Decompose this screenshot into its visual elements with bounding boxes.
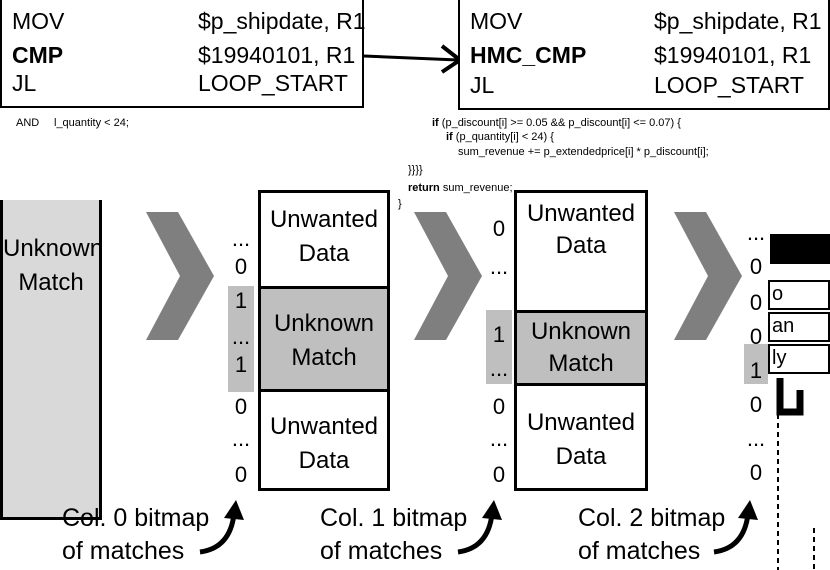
original-assembly-box: MOV $p_shipdate, R1 CMP $19940101, R1 JL… [0, 0, 366, 108]
col3-fragment-3: ly [768, 344, 830, 374]
col2-top-word: Unwanted [526, 200, 636, 227]
col1-bit: ... [231, 426, 251, 451]
col2-bot-line1: Unwanted [526, 409, 636, 436]
col2-bit: 0 [492, 462, 506, 487]
col2-mid-line2: Match [548, 350, 614, 377]
code-line-5: return sum_revenue; [408, 182, 513, 195]
col3-black-bar [770, 234, 830, 264]
chevron-arrow-icon [414, 212, 482, 340]
col1-bit: 0 [234, 254, 248, 279]
col0-caption-line2: of matches [62, 537, 185, 565]
col1-unwanted-top: Unwanted Data [258, 190, 390, 290]
col2-caption-line2: of matches [578, 537, 701, 565]
col1-bit: 0 [234, 462, 248, 487]
code-keyword: return [408, 182, 440, 194]
col1-caption-line2: of matches [320, 537, 443, 565]
asm-arg-2: $19940101, R1 [654, 42, 812, 68]
col0-unknown-match: Unknown Match [0, 200, 104, 520]
asm-arg-1: $p_shipdate, R1 [198, 8, 366, 34]
col3-bit: 0 [749, 290, 763, 315]
col2-unwanted-top: Data Unwanted [514, 190, 648, 314]
col3-bit-highlight [744, 344, 768, 384]
col1-bot-line1: Unwanted [269, 413, 379, 440]
code-line-6: } [398, 198, 402, 210]
col0-caption-arrow [199, 500, 244, 555]
asm-op-1: MOV [470, 8, 523, 34]
col2-mid-line1: Unknown [530, 318, 632, 345]
code-text: (p_quantity[i] < 24) { [452, 131, 554, 143]
col3-bracket [776, 378, 815, 570]
asm-arg-3: LOOP_START [654, 72, 804, 98]
col2-bit: 0 [492, 216, 506, 241]
asm-arg-2: $19940101, R1 [198, 42, 356, 68]
col1-bit: 1 [234, 288, 248, 313]
modified-assembly-box: MOV $p_shipdate, R1 HMC_CMP $19940101, R… [458, 0, 830, 110]
col2-bit: 0 [492, 394, 506, 419]
code-keyword: if [432, 117, 439, 129]
col1-top-line1: Unwanted [269, 206, 379, 233]
col1-bit: ... [231, 324, 251, 349]
col1-caption-line1: Col. 1 bitmap [320, 504, 468, 532]
col2-bit: ... [489, 356, 509, 381]
col3-frag-text: an [772, 315, 795, 337]
asm-arg-3: LOOP_START [198, 70, 348, 96]
col3-bit: 0 [749, 460, 763, 485]
col2-top-line1: Data [555, 232, 607, 259]
col2-bit: 1 [492, 322, 506, 347]
code-keyword: if [446, 131, 453, 143]
col3-bit: ... [746, 220, 766, 245]
asm-op-3: JL [12, 70, 37, 96]
col2-bot-line2: Data [555, 443, 607, 470]
chevron-arrow-icon [146, 212, 214, 340]
sql-keyword: AND [16, 117, 40, 129]
code-line-2: if (p_quantity[i] < 24) { [446, 131, 554, 144]
col3-frag-text: ly [772, 347, 787, 369]
chevron-arrow-icon [674, 212, 742, 340]
col3-bit: 0 [749, 324, 763, 349]
col2-caption-arrow [713, 500, 758, 555]
col1-mid-line1: Unknown [273, 310, 375, 337]
col1-bit: ... [231, 226, 251, 251]
col2-bit: ... [489, 254, 509, 279]
code-line-1: if (p_discount[i] >= 0.05 && p_discount[… [432, 117, 681, 130]
code-line-4: }}}} [408, 164, 423, 176]
col0-label-line1: Unknown [3, 235, 104, 262]
col3-bit: ... [746, 426, 766, 451]
col2-unwanted-bottom: Unwanted Data [514, 383, 648, 491]
col3-bit: 0 [749, 392, 763, 417]
sql-condition: l_quantity < 24; [54, 117, 129, 129]
col1-top-line2: Data [298, 240, 350, 267]
col2-caption-line1: Col. 2 bitmap [578, 504, 726, 532]
code-line-3: sum_revenue += p_extendedprice[i] * p_di… [458, 146, 709, 158]
col3-bit: 1 [749, 358, 763, 383]
asm-op-2: HMC_CMP [470, 42, 587, 68]
col0-label-line2: Match [18, 269, 84, 296]
col1-unknown-match: Unknown Match [258, 286, 390, 392]
col2-bit: ... [489, 426, 509, 451]
transform-arrow [363, 44, 464, 74]
col1-bot-line2: Data [298, 447, 350, 474]
col2-bit-highlight [486, 310, 512, 384]
col1-bit: 1 [234, 352, 248, 377]
asm-op-2: CMP [12, 42, 64, 68]
col3-fragment-1: o [768, 280, 830, 310]
col1-bit: 0 [234, 394, 248, 419]
code-text: (p_discount[i] >= 0.05 && p_discount[i] … [438, 117, 681, 129]
col3-fragment-2: an [768, 312, 830, 342]
col1-unwanted-bottom: Unwanted Data [258, 389, 390, 491]
asm-op-3: JL [470, 72, 495, 98]
col1-mid-line2: Match [291, 344, 357, 371]
col1-bit-highlight [228, 286, 254, 392]
col2-unknown-match: Unknown Match [514, 310, 648, 386]
col3-bit: 0 [749, 254, 763, 279]
code-text: sum_revenue; [439, 182, 513, 194]
col3-frag-text: o [772, 283, 784, 305]
asm-arg-1: $p_shipdate, R1 [654, 8, 822, 34]
col0-caption-line1: Col. 0 bitmap [62, 504, 210, 532]
col1-caption-arrow [457, 500, 502, 555]
asm-op-1: MOV [12, 8, 65, 34]
